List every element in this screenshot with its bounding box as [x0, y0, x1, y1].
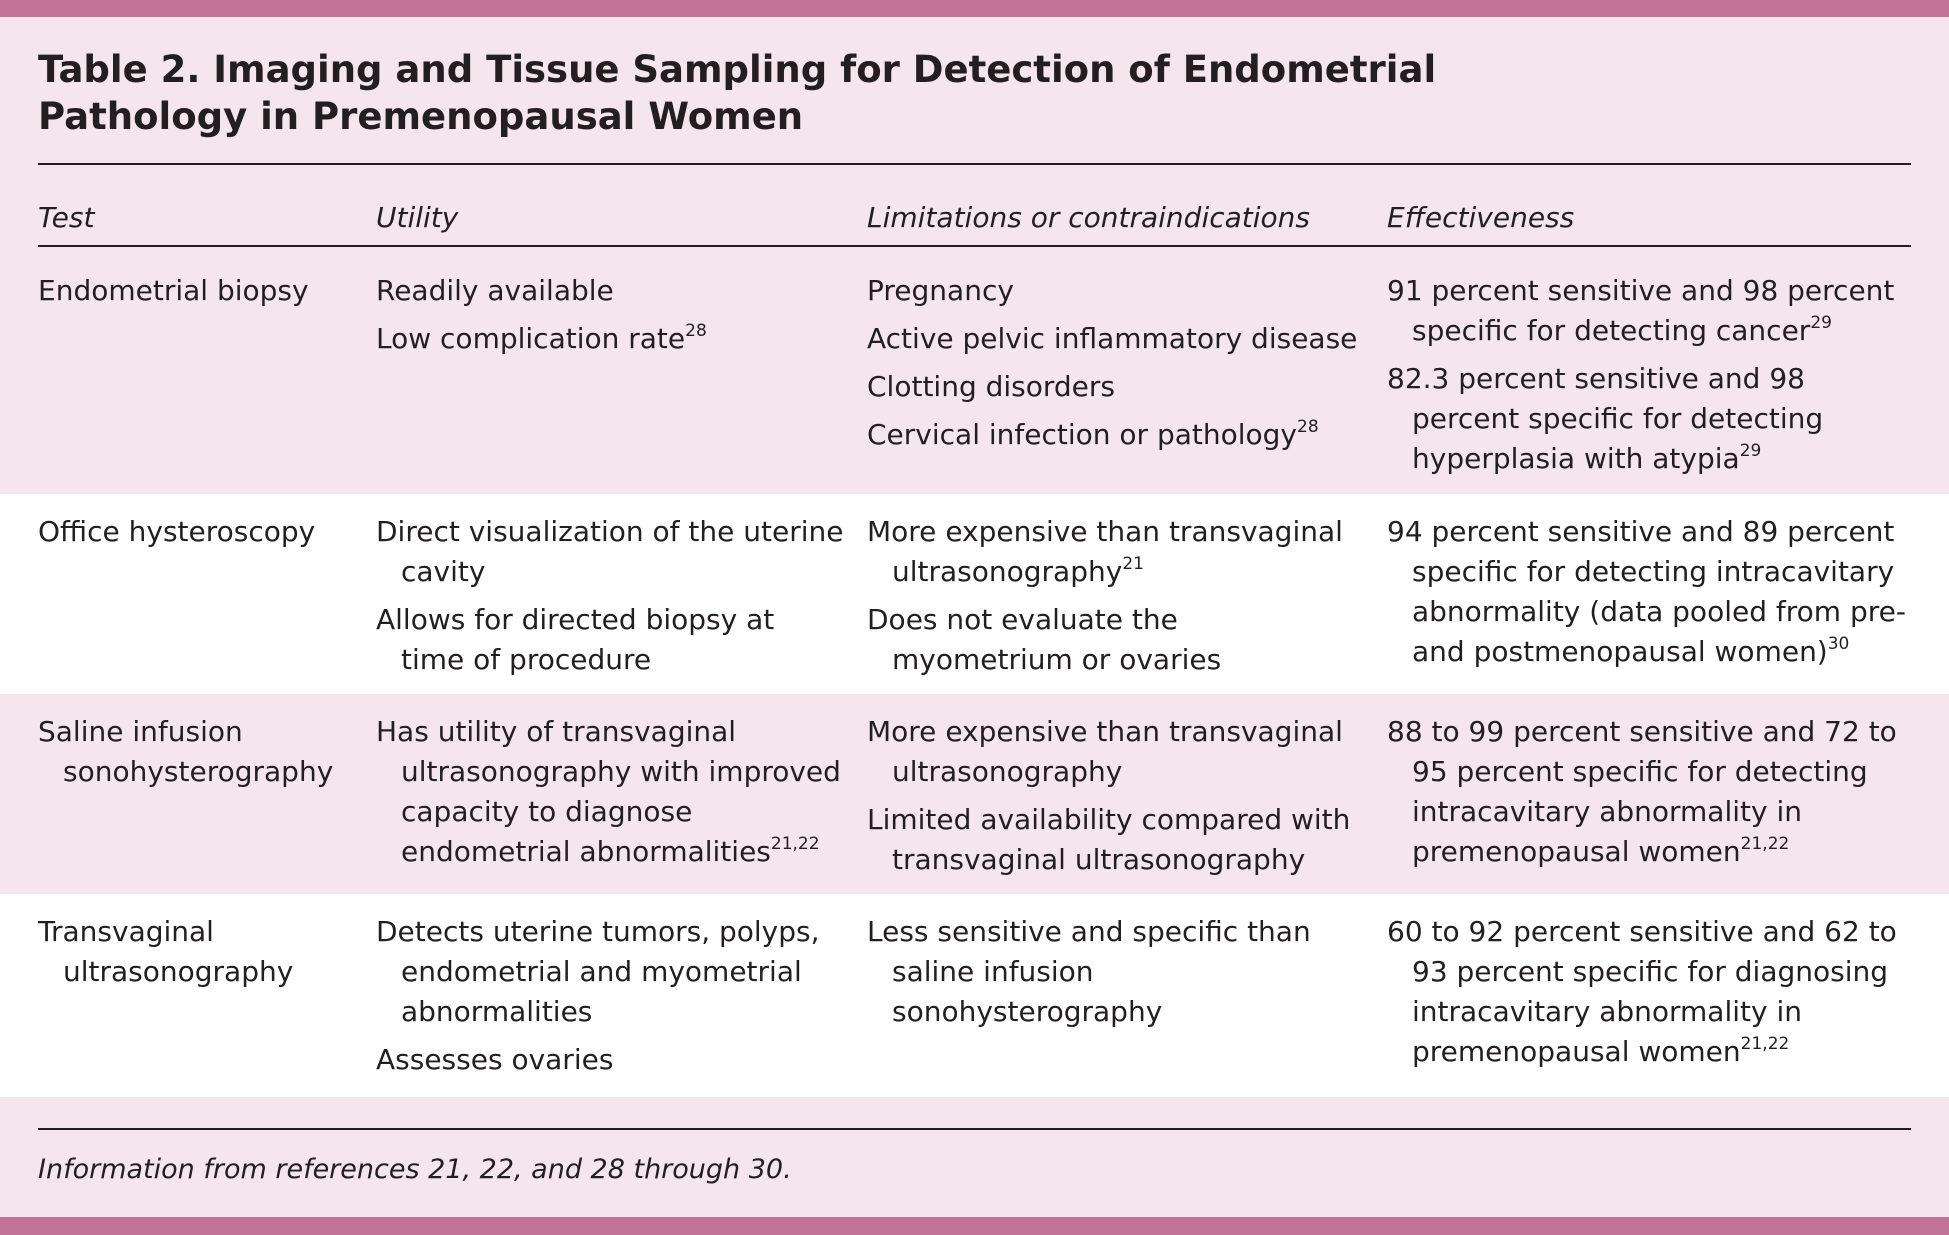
cell-utility: Readily available Low complication rate2…	[376, 271, 846, 359]
column-header-effectiveness: Effectiveness	[1387, 201, 1575, 234]
cell-test: Transvaginal ultrasonography	[38, 912, 358, 992]
cell-effectiveness: 60 to 92 percent sensitive and 62 to 93 …	[1387, 912, 1907, 1072]
effectiveness-item: 60 to 92 percent sensitive and 62 to 93 …	[1387, 915, 1897, 1068]
cell-test: Endometrial biopsy	[38, 271, 358, 311]
reference-superscript: 21	[1122, 553, 1144, 574]
table-title: Table 2. Imaging and Tissue Sampling for…	[38, 48, 1437, 138]
effectiveness-item: 82.3 percent sensitive and 98 percent sp…	[1387, 362, 1824, 475]
bottom-accent-bar	[0, 1217, 1949, 1235]
test-name: Endometrial biopsy	[38, 274, 309, 307]
limitation-item: Less sensitive and specific than saline …	[867, 915, 1311, 1028]
limitation-item: Pregnancy	[867, 274, 1014, 307]
test-name: Transvaginal ultrasonography	[38, 915, 294, 988]
column-header-test: Test	[38, 201, 95, 234]
effectiveness-item: 88 to 99 percent sensitive and 72 to 95 …	[1387, 715, 1897, 868]
effectiveness-item: 91 percent sensitive and 98 percent spec…	[1387, 274, 1895, 347]
cell-effectiveness: 88 to 99 percent sensitive and 72 to 95 …	[1387, 712, 1907, 872]
cell-utility: Has utility of transvaginal ultrasonogra…	[376, 712, 846, 872]
cell-effectiveness: 91 percent sensitive and 98 percent spec…	[1387, 271, 1907, 479]
cell-effectiveness: 94 percent sensitive and 89 percent spec…	[1387, 512, 1907, 672]
limitation-item: Active pelvic inflammatory disease	[867, 322, 1358, 355]
effectiveness-item: 94 percent sensitive and 89 percent spec…	[1387, 515, 1906, 668]
table-row-transvaginal-ultrasonography: Transvaginal ultrasonography Detects ute…	[0, 894, 1949, 1097]
cell-test: Saline infusion sonohysterography	[38, 712, 358, 792]
reference-superscript: 21,22	[1740, 833, 1790, 854]
top-accent-bar	[0, 0, 1949, 17]
cell-limitations: Less sensitive and specific than saline …	[867, 912, 1367, 1032]
column-header-limitations: Limitations or contraindications	[867, 201, 1311, 234]
test-name: Saline infusion sonohysterography	[38, 715, 334, 788]
cell-utility: Direct visualization of the uterine cavi…	[376, 512, 846, 680]
utility-item: Allows for directed biopsy at time of pr…	[376, 603, 775, 676]
reference-superscript: 21,22	[770, 833, 820, 854]
utility-item: Assesses ovaries	[376, 1043, 614, 1076]
limitation-item: More expensive than transvaginal ultraso…	[867, 515, 1343, 588]
table-row-office-hysteroscopy: Office hysteroscopy Direct visualization…	[0, 494, 1949, 694]
reference-superscript: 28	[1297, 416, 1319, 437]
cell-utility: Detects uterine tumors, polyps, endometr…	[376, 912, 846, 1080]
reference-superscript: 29	[1810, 312, 1832, 333]
utility-item: Detects uterine tumors, polyps, endometr…	[376, 915, 820, 1028]
column-header-utility: Utility	[376, 201, 459, 234]
utility-item: Low complication rate28	[376, 320, 707, 355]
cell-limitations: More expensive than transvaginal ultraso…	[867, 512, 1367, 680]
reference-superscript: 28	[685, 320, 707, 341]
cell-limitations: More expensive than transvaginal ultraso…	[867, 712, 1367, 880]
table-row-saline-infusion-sonohysterography: Saline infusion sonohysterography Has ut…	[0, 694, 1949, 894]
table-row-endometrial-biopsy: Endometrial biopsy Readily available Low…	[0, 247, 1949, 494]
limitation-item: Clotting disorders	[867, 370, 1116, 403]
table-footnote: Information from references 21, 22, and …	[38, 1154, 792, 1185]
header-rule	[38, 245, 1911, 247]
limitation-item: Limited availability compared with trans…	[867, 803, 1351, 876]
limitation-item: Does not evaluate the myometrium or ovar…	[867, 603, 1222, 676]
utility-item: Direct visualization of the uterine cavi…	[376, 515, 844, 588]
test-name: Office hysteroscopy	[38, 515, 316, 548]
limitation-item: More expensive than transvaginal ultraso…	[867, 715, 1343, 788]
cell-limitations: Pregnancy Active pelvic inflammatory dis…	[867, 271, 1367, 455]
reference-superscript: 29	[1739, 440, 1762, 461]
limitation-item: Cervical infection or pathology28	[867, 416, 1319, 451]
footer-rule	[38, 1128, 1911, 1130]
title-rule	[38, 163, 1911, 165]
reference-superscript: 21,22	[1740, 1033, 1790, 1054]
cell-test: Office hysteroscopy	[38, 512, 358, 552]
reference-superscript: 30	[1827, 633, 1850, 654]
utility-item: Readily available	[376, 274, 614, 307]
utility-item: Has utility of transvaginal ultrasonogra…	[376, 715, 841, 868]
